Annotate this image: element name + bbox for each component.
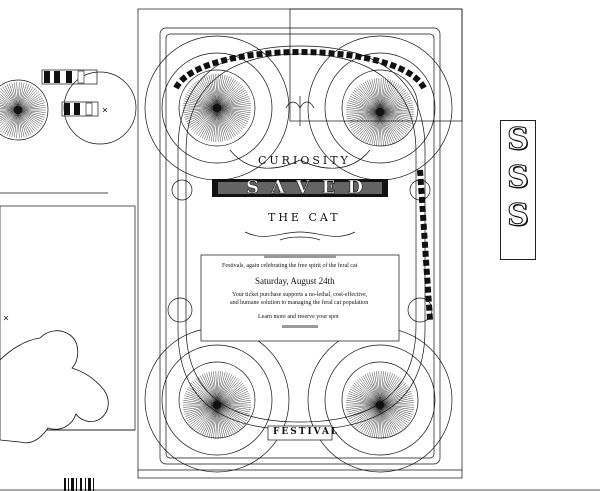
sunburst-ornament: [183, 370, 251, 440]
saved-banner-inner: [218, 182, 382, 194]
sunburst-ornaments: [183, 73, 414, 440]
saved-banner-bg: [212, 179, 388, 197]
sunburst-ornament: [346, 370, 414, 440]
sunburst-ornament: [346, 77, 414, 147]
poster-cta-line: Learn more and reserve your spot: [258, 314, 339, 320]
poster-word-saved: SAVED: [246, 177, 375, 199]
cross-marker: [3, 107, 108, 321]
poster-date-line: Saturday, August 24th: [255, 276, 335, 286]
poster-word-the-cat: THE CAT: [268, 211, 341, 224]
accent-bar-bottom: [282, 325, 318, 328]
side-letter: S: [507, 160, 530, 196]
accent-bar-top: [264, 255, 336, 258]
poster-word-curiosity: CURIOSITY: [258, 154, 351, 167]
poster-footer-banner: FESTIVAL: [273, 427, 340, 437]
sunburst-ornament: [0, 81, 46, 139]
cat-silhouette: [0, 330, 109, 444]
poster-intro-line: Festivals, again celebrating the free sp…: [222, 263, 358, 269]
barcode-icon: [64, 478, 94, 491]
left-pattern-strip: [44, 70, 93, 116]
poster-artboard: [137, 8, 463, 479]
poster-body-line-2: and humane solution to managing the fera…: [230, 300, 369, 306]
poster-body-line-1: Your ticket purchase supports a no-letha…: [232, 292, 368, 298]
left-burst-ornament: [0, 81, 46, 139]
side-letter: S: [507, 122, 530, 158]
side-letter: S: [507, 198, 530, 234]
sunburst-ornament: [183, 73, 251, 143]
side-letter-panel: S S S: [500, 120, 536, 260]
